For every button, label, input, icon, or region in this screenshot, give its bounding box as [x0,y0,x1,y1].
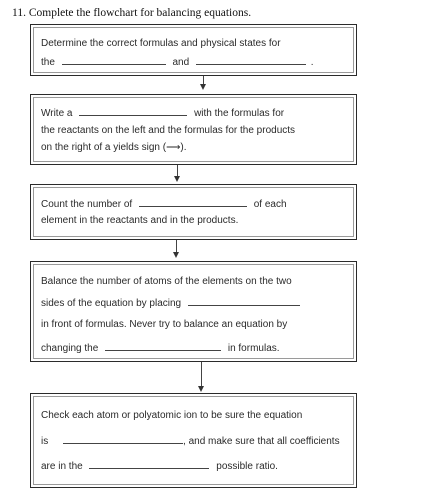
step-4-line-3-text: in front of formulas. Never try to balan… [41,319,288,330]
step-4-line-2: sides of the equation by placing [41,296,304,309]
step-5-text-are-in-the: are in the [41,461,83,472]
step-5-line-1: Check each atom or polyatomic ion to be … [41,410,302,421]
step-1-text-the: the [41,57,55,68]
step-4-text-in-formulas: in formulas. [227,343,280,354]
step-5-text-ratio: possible ratio. [216,461,278,472]
arrow-down-icon [174,176,180,182]
arrow-down-icon [200,84,206,90]
blank-atoms[interactable] [138,197,247,207]
connector-1 [203,76,204,88]
step-5-line-1-text: Check each atom or polyatomic ion to be … [41,410,303,421]
step-4-text-placing: sides of the equation by placing [41,298,182,309]
step-2-inner-border [33,97,354,162]
blank-subscripts[interactable] [105,341,222,351]
step-1-text-period: . [310,57,314,68]
step-1-line-1: Determine the correct formulas and physi… [41,38,281,49]
step-1-line-2: the and . [41,55,314,68]
step-2-text-with: with the formulas for [194,108,285,119]
step-4-line-4: changing the in formulas. [41,341,280,354]
step-3-text-of-each: of each [253,199,287,210]
connector-2 [177,165,178,179]
blank-balanced[interactable] [63,434,184,444]
connector-4 [201,362,202,390]
step-2-line-1: Write a with the formulas for [41,106,284,119]
step-5-inner-border [33,396,354,485]
flowchart-step-1: Determine the correct formulas and physi… [30,24,357,76]
step-2-line-3-text: on the right of a yields sign (⟶). [41,142,187,153]
step-2-text-write-a: Write a [41,108,73,119]
step-5-line-3: are in the possible ratio. [41,459,278,472]
step-2-line-2: the reactants on the left and the formul… [41,125,295,136]
step-4-text-changing: changing the [41,343,99,354]
step-1-line-1-text: Determine the correct formulas and physi… [41,38,281,49]
step-3-text-count: Count the number of [41,199,133,210]
question-title: 11. Complete the flowchart for balancing… [12,7,252,19]
step-5-text-is: is [41,436,49,447]
connector-3 [176,240,177,256]
step-4-line-1-text: Balance the number of atoms of the eleme… [41,276,292,287]
flowchart-step-4: Balance the number of atoms of the eleme… [30,261,357,362]
blank-formulas[interactable] [61,55,166,65]
step-3-inner-border [33,187,354,237]
flowchart-step-2: Write a with the formulas for the reacta… [30,94,357,165]
blank-lowest[interactable] [89,459,210,469]
step-3-line-1: Count the number of of each [41,197,287,210]
arrow-down-icon [198,386,204,392]
step-4-line-1: Balance the number of atoms of the eleme… [41,276,292,287]
blank-coefficients[interactable] [187,296,300,306]
arrow-down-icon [173,252,179,258]
step-5-text-coefficients: , and make sure that all coefficients [183,436,340,447]
flowchart-step-3: Count the number of of each element in t… [30,184,357,240]
blank-physical-states[interactable] [195,55,306,65]
step-3-line-2: element in the reactants and in the prod… [41,215,238,226]
step-1-inner-border [33,27,354,73]
step-5-line-2: is , and make sure that all coefficients [41,434,340,447]
blank-skeleton-equation[interactable] [79,106,188,116]
flowchart-step-5: Check each atom or polyatomic ion to be … [30,393,357,488]
step-1-text-and: and [172,57,190,68]
step-2-line-3: on the right of a yields sign (⟶). [41,142,187,153]
step-2-line-2-text: the reactants on the left and the formul… [41,125,296,136]
step-3-line-2-text: element in the reactants and in the prod… [41,215,239,226]
step-4-inner-border [33,264,354,359]
step-4-line-3: in front of formulas. Never try to balan… [41,319,287,330]
